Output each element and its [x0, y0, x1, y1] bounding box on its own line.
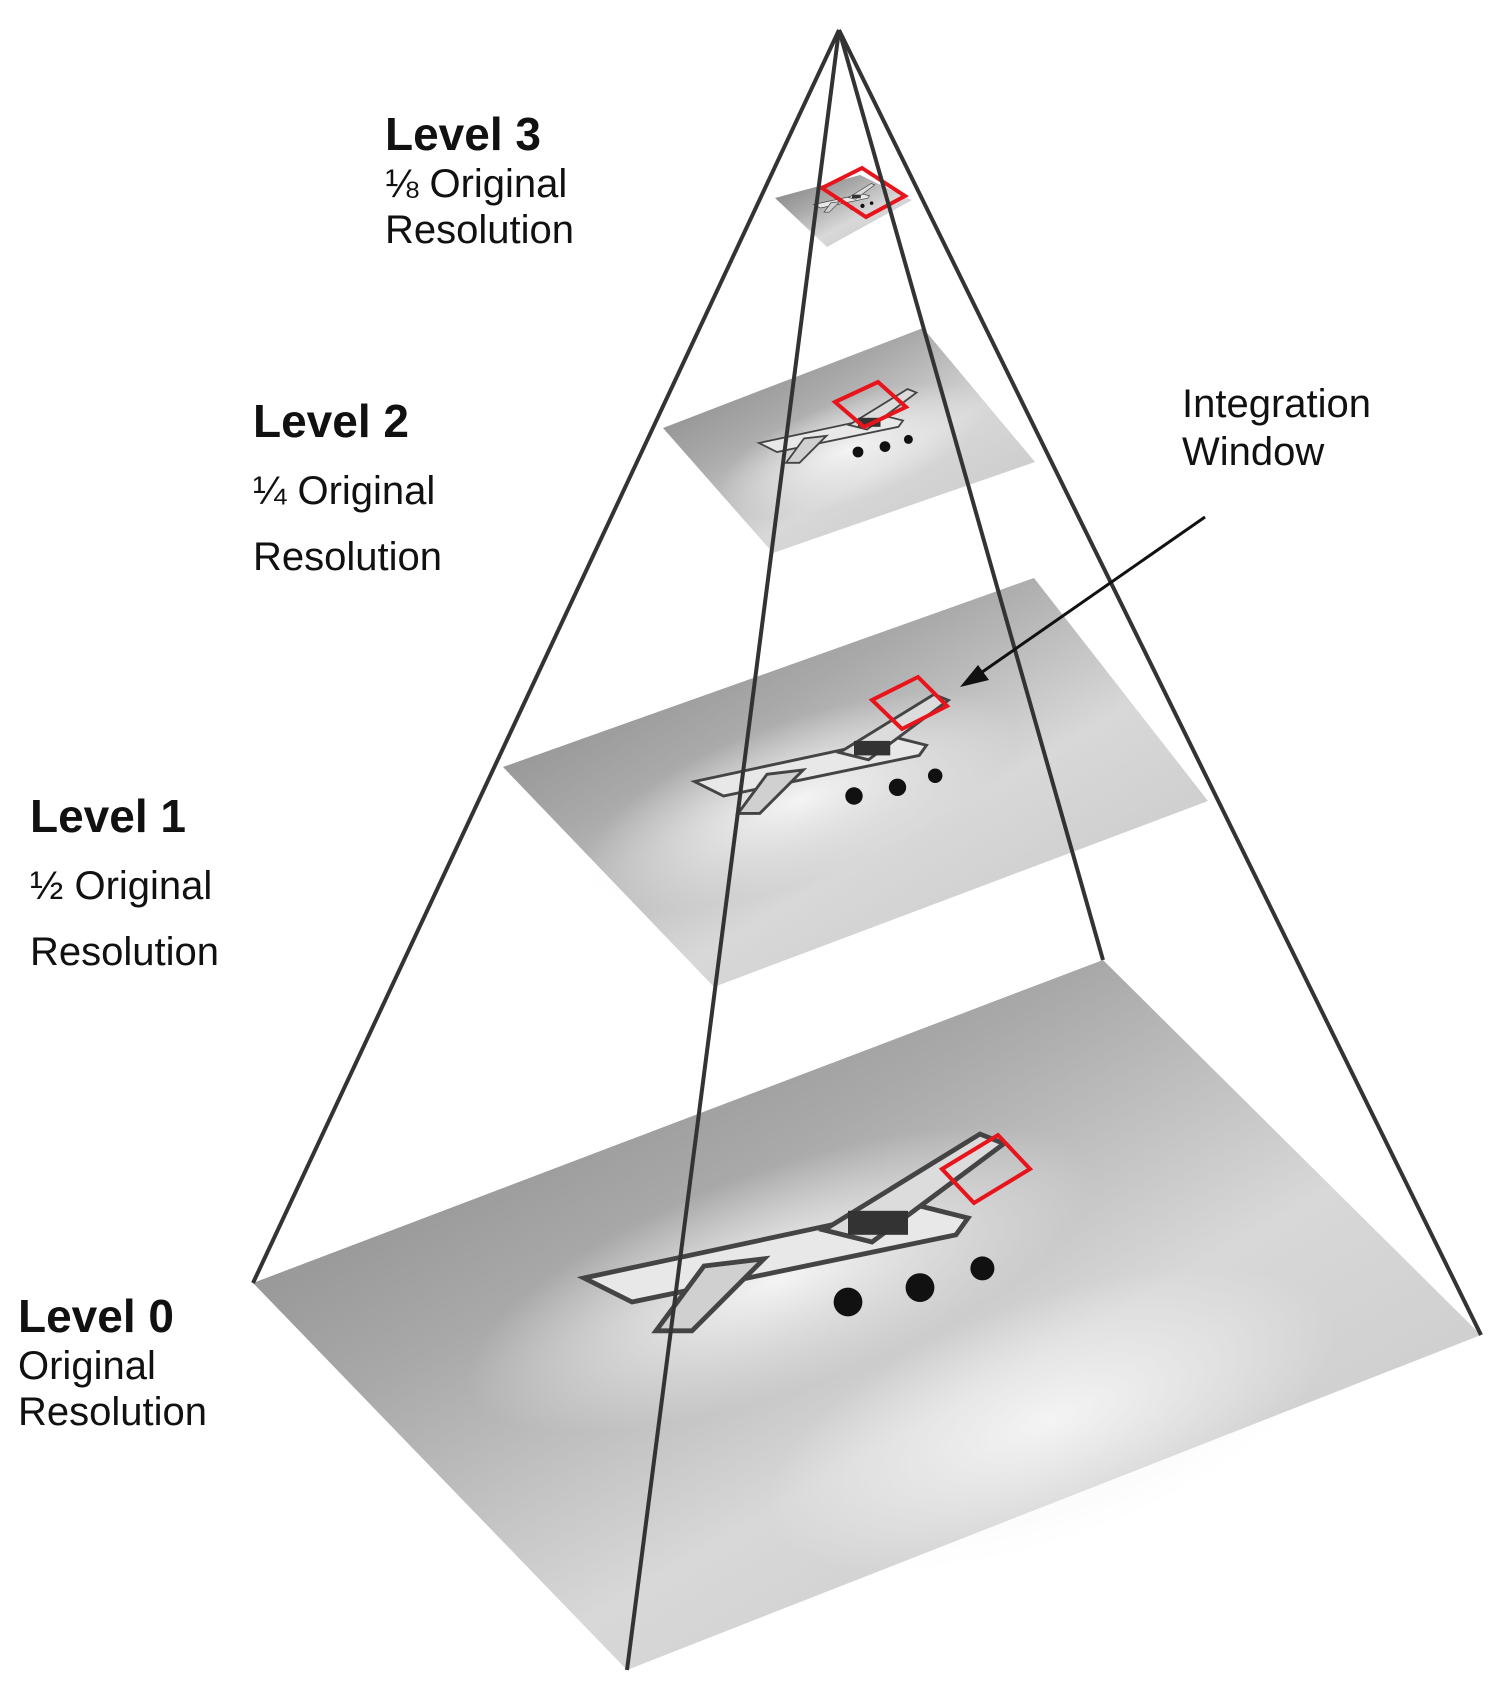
level-2-fraction: ¼ Original: [253, 468, 436, 513]
level-3-image: [775, 165, 912, 247]
annotation-line1: Integration: [1182, 382, 1372, 426]
level-3-fraction: ⅛ Original: [385, 161, 568, 206]
integration-window-label: Integration Window: [1182, 380, 1371, 476]
level-1-fraction: ½ Original: [30, 863, 213, 908]
level-1-title: Level 1: [30, 790, 186, 842]
level-0-line1: Original: [18, 1343, 156, 1388]
level-1-window: [868, 674, 951, 732]
level-2-resolution: Resolution: [253, 534, 443, 579]
level-0-image: [253, 960, 1481, 1670]
level-0-resolution: Resolution: [18, 1389, 208, 1434]
level-2-title: Level 2: [253, 395, 409, 447]
level-0-window: [938, 1132, 1034, 1206]
level-2-image: [663, 328, 1035, 553]
level-3-title: Level 3: [385, 108, 541, 160]
level-2-window: [831, 379, 910, 430]
level-3-window: [818, 165, 909, 220]
level-3-resolution: Resolution: [385, 207, 575, 252]
level-1-label: Level 1 ½ Original Resolution: [30, 790, 219, 975]
level-3-label: Level 3 ⅛ Original Resolution: [385, 108, 574, 253]
pyramid-edges: [251, 29, 1483, 1671]
level-0-label: Level 0 Original Resolution: [18, 1290, 207, 1435]
annotation-line2: Window: [1182, 430, 1325, 474]
level-1-resolution: Resolution: [30, 929, 220, 974]
integration-window-arrow: [960, 515, 1206, 687]
level-0-title: Level 0: [18, 1290, 174, 1342]
level-2-label: Level 2 ¼ Original Resolution: [253, 395, 442, 580]
level-1-image: [503, 578, 1208, 987]
